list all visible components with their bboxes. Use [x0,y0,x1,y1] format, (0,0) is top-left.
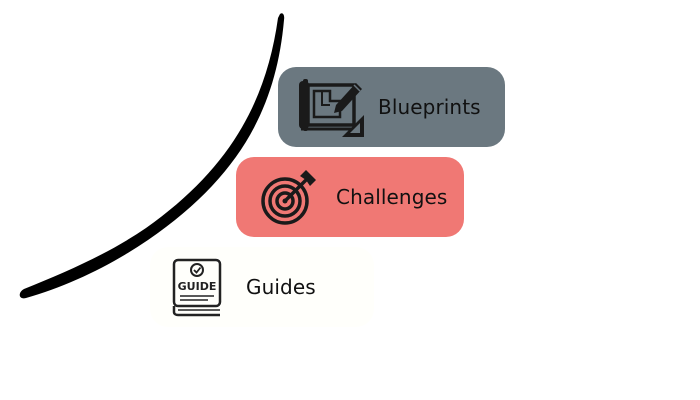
menu-item-label: Guides [246,275,316,299]
blueprint-icon [296,71,368,143]
guide-book-icon: GUIDE [170,256,224,318]
target-icon [260,168,318,226]
guide-book-text: GUIDE [178,280,217,293]
menu-item-label: Blueprints [378,95,481,119]
menu-item-guides[interactable]: GUIDE Guides [150,247,374,327]
menu-item-blueprints[interactable]: Blueprints [278,67,505,147]
menu-item-challenges[interactable]: Challenges [236,157,464,237]
menu-item-label: Challenges [336,185,448,209]
